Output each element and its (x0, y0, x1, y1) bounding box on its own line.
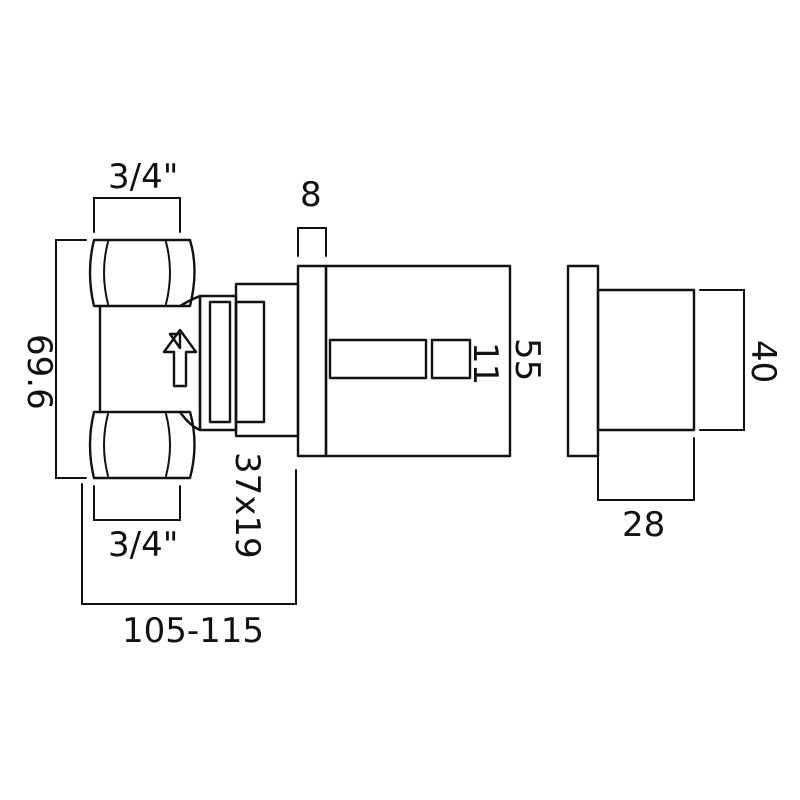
nut-collar (234, 282, 300, 438)
plate-side (296, 264, 328, 458)
dim-spindle: 11 (465, 342, 505, 385)
arrow-up-icon (162, 328, 198, 388)
spindle (328, 338, 428, 380)
dimension-lines (55, 197, 745, 605)
dim-nut: 37x19 (227, 452, 267, 559)
dim-handle-depth: 28 (622, 505, 665, 545)
handle-backplate (566, 264, 600, 458)
dim-body-height: 69.6 (19, 334, 59, 410)
dim-plate-height: 55 (507, 338, 547, 381)
dim-thread-bottom: 3/4" (108, 525, 178, 565)
dimension-labels: 3/4" 3/4" 69.6 8 11 55 37x19 105-115 40 … (19, 157, 783, 651)
spindle-end (430, 338, 472, 380)
dim-plate-thickness: 8 (300, 175, 322, 215)
valve-body (88, 238, 300, 480)
upper-hex-nut (88, 238, 196, 308)
handle (566, 264, 696, 458)
handle-grip (596, 288, 696, 432)
dim-overall-depth: 105-115 (122, 611, 264, 651)
dim-thread-top: 3/4" (108, 157, 178, 197)
dim-handle-height: 40 (743, 340, 783, 383)
